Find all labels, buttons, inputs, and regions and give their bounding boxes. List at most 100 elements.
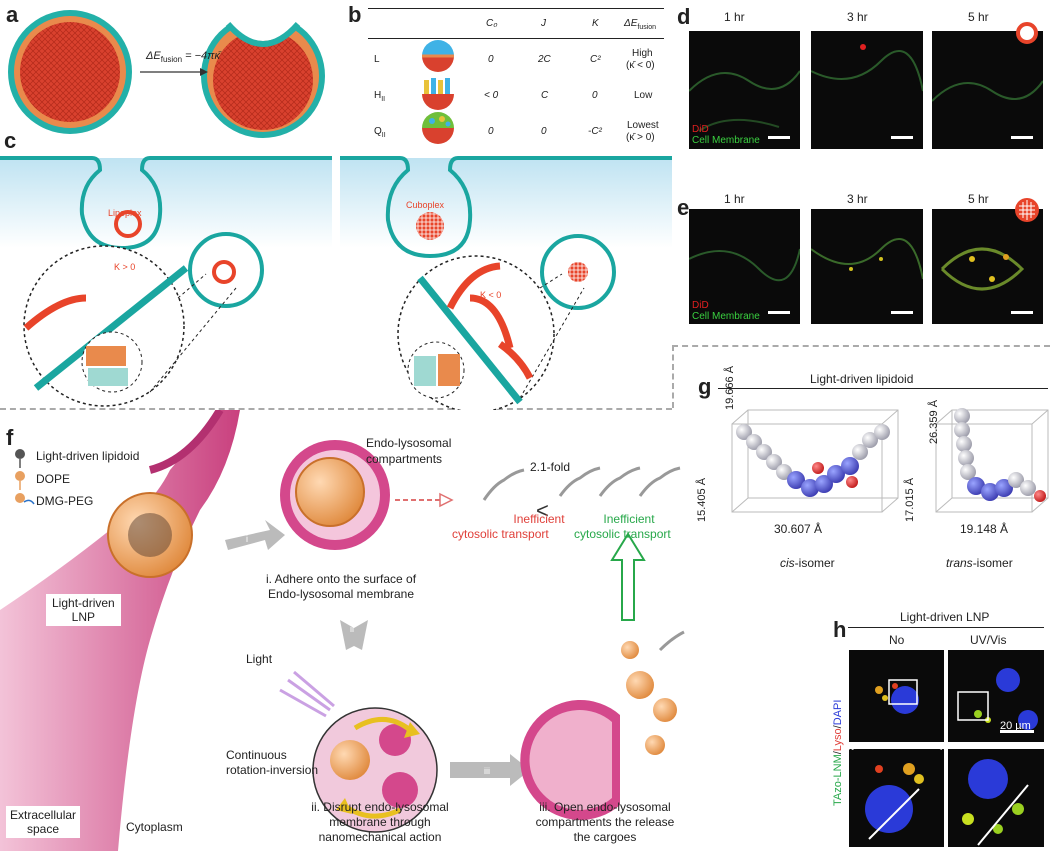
step-i-text-2: Endo-lysosomal membrane	[267, 587, 415, 601]
legend-dope: DOPE	[36, 472, 71, 486]
h-zoom-uvvis	[948, 749, 1044, 847]
d-legend-did: DiD	[692, 124, 709, 135]
cis-dim-1: 19.666 Å	[724, 365, 736, 410]
panel-f-mechanism: <	[0, 410, 685, 851]
h-ylabel-dapi: DAPI	[832, 699, 844, 726]
trans-dim-1: 26.359 Å	[928, 399, 940, 444]
phase-HII: HII	[374, 90, 385, 103]
efficient-arrow	[610, 532, 646, 621]
phase-HII-letter: H	[374, 90, 382, 101]
ineff-green-1: Inefficient	[603, 512, 655, 526]
h-ylabel-sep1: /	[832, 751, 844, 755]
extracellular-label: Extracellular space	[6, 806, 81, 838]
extracellular-line1: Extracellular	[10, 808, 77, 822]
less-than-symbol: <	[536, 498, 549, 523]
QII-de2: (κ̄ > 0)	[626, 132, 655, 143]
g-title-rule	[718, 388, 1048, 389]
micrograph-d-3hr	[811, 31, 923, 149]
cis-dim-3: 30.607 Å	[774, 522, 823, 536]
lnp-label-line1: Light-driven	[52, 596, 115, 610]
right-curvature-label: K < 0	[480, 290, 502, 300]
panel-label-b: b	[348, 2, 362, 27]
d-time-3: 5 hr	[968, 10, 989, 24]
energy-subscript: fusion	[160, 55, 183, 65]
d-time-2: 3 hr	[847, 10, 868, 24]
light-label: Light	[246, 652, 273, 666]
L-de2: (κ̄ < 0)	[626, 60, 655, 71]
header-c0: C₀	[486, 18, 498, 29]
endosome-left	[188, 232, 264, 308]
d-time-1: 1 hr	[724, 10, 745, 24]
h-scale-label: 20 µm	[1000, 720, 1031, 732]
g-title: Light-driven lipidoid	[810, 372, 914, 386]
panel-label-h: h	[833, 617, 847, 642]
endo-label-2: compartments	[366, 452, 443, 466]
cuboplex-icon	[1015, 198, 1039, 222]
trans-name: trans	[946, 556, 973, 570]
e-legend-did: DiD	[692, 300, 709, 311]
extracellular-line2: space	[27, 822, 60, 836]
molecular-models	[731, 408, 1049, 513]
cis-suffix: -isomer	[794, 556, 835, 570]
cuboplex	[416, 212, 444, 240]
separator	[0, 408, 672, 410]
micrograph-d-5hr	[932, 31, 1043, 149]
panel-label-e: e	[677, 195, 690, 220]
h-col-uvvis: UV/Vis	[970, 633, 1007, 647]
phase-L-icon	[422, 40, 454, 72]
ineff-green-2: cytosolic transport	[574, 527, 671, 541]
zoom-connectors	[849, 742, 945, 750]
rna-strand	[482, 468, 525, 501]
step-iii-arrow	[450, 754, 530, 786]
cell-membrane-right	[340, 156, 672, 259]
lipoplex-label: Lipoplex	[108, 208, 142, 218]
h-title-rule	[848, 627, 1044, 628]
h-ylabel-sep2: /	[832, 725, 844, 729]
header-j: J	[541, 18, 546, 29]
trans-dim-2: 17.015 Å	[904, 477, 916, 522]
h-ylabel-lyso: Lyso	[832, 728, 844, 752]
L-k: C²	[590, 54, 601, 65]
micrograph-e-5hr	[932, 209, 1043, 324]
micrograph-e-3hr	[811, 209, 923, 324]
light-rays	[279, 670, 335, 718]
legend-dmg-peg: DMG-PEG	[36, 494, 94, 508]
h-zoom-no	[849, 749, 944, 847]
cytoplasm-label: Cytoplasm	[126, 820, 183, 834]
left-curvature-label: K > 0	[114, 262, 136, 272]
step-iii-num: iii	[484, 766, 490, 776]
step-i-arrow	[225, 520, 285, 550]
lnp-label-line2: LNP	[71, 610, 96, 624]
HII-c0: < 0	[484, 90, 499, 101]
L-c0: 0	[488, 54, 494, 65]
QII-de: Lowest	[627, 120, 659, 131]
endo-label-1: Endo-lysosomal	[366, 436, 452, 450]
lipoplex-icon	[1016, 22, 1038, 44]
cis-molecule	[736, 424, 890, 497]
panel-label-c: c	[4, 128, 17, 153]
e-legend-membrane: Cell Membrane	[692, 311, 760, 322]
header-k: K	[592, 18, 599, 29]
header-de-subscript: fusion	[637, 24, 657, 31]
phase-HII-icon	[422, 78, 454, 110]
phase-QII: QII	[374, 126, 386, 139]
energy-rhs: = −4πκ̄	[185, 50, 221, 62]
header-de-symbol: ΔE	[624, 18, 638, 29]
panel-a-vesicles	[8, 10, 325, 138]
e-time-1: 1 hr	[724, 192, 745, 206]
separator	[672, 345, 674, 408]
lipoplex	[114, 210, 142, 238]
rotation-label-1: Continuous	[226, 748, 287, 762]
h-micrograph-uvvis	[948, 650, 1044, 742]
step-ii-text-1: ii. Disrupt endo-lysosomal	[311, 800, 449, 814]
step-iii-text-3: the cargoes	[573, 830, 637, 844]
QII-k: -C²	[588, 126, 602, 137]
energy-symbol: ΔE	[146, 50, 161, 62]
micrograph-e-1hr	[689, 209, 800, 324]
h-title: Light-driven LNP	[900, 610, 990, 624]
e-time-3: 5 hr	[968, 192, 989, 206]
L-j: 2C	[538, 54, 551, 65]
cis-name: cis	[780, 556, 795, 570]
panel-label-g: g	[698, 374, 712, 399]
micrograph-d-1hr	[689, 31, 800, 149]
